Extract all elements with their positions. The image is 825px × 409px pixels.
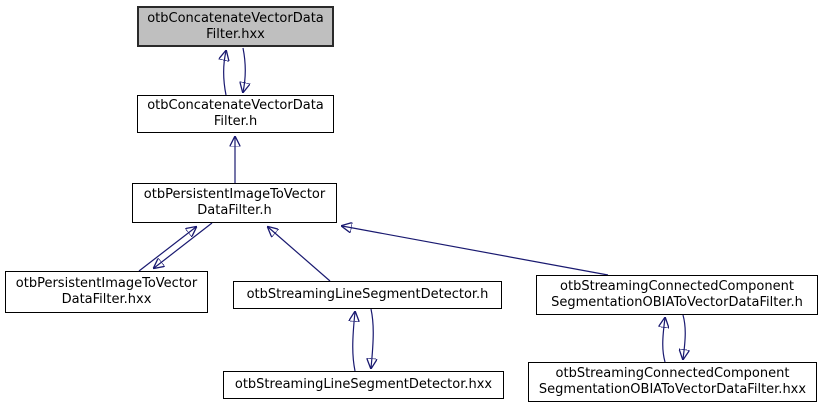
node-otbPersistentImageToVectorDataFilter-h[interactable]: otbPersistentImageToVector DataFilter.h bbox=[132, 183, 337, 223]
node-label: otbStreamingLineSegmentDetector.h bbox=[246, 287, 489, 302]
node-label: otbConcatenateVectorData Filter.h bbox=[147, 98, 324, 129]
edge-n6-to-n8 bbox=[683, 314, 685, 359]
node-otbConcatenateVectorDataFilter-h[interactable]: otbConcatenateVectorData Filter.h bbox=[137, 95, 334, 133]
node-otbStreamingLineSegmentDetector-hxx[interactable]: otbStreamingLineSegmentDetector.hxx bbox=[223, 371, 504, 399]
node-otbPersistentImageToVectorDataFilter-hxx[interactable]: otbPersistentImageToVector DataFilter.hx… bbox=[5, 271, 208, 313]
node-otbConcatenateVectorDataFilter-hxx: otbConcatenateVectorData Filter.hxx bbox=[137, 6, 334, 47]
edge-n5-to-n3 bbox=[268, 227, 331, 282]
edge-n5-to-n7 bbox=[371, 308, 373, 368]
node-otbStreamingConnectedComponentSegmentationOBIAToVectorDataFilter-hxx[interactable]: otbStreamingConnectedComponent Segmentat… bbox=[528, 362, 817, 402]
node-label: otbPersistentImageToVector DataFilter.hx… bbox=[15, 276, 198, 307]
node-otbStreamingConnectedComponentSegmentationOBIAToVectorDataFilter-h[interactable]: otbStreamingConnectedComponent Segmentat… bbox=[536, 275, 818, 315]
node-label: otbStreamingLineSegmentDetector.hxx bbox=[234, 377, 493, 392]
node-label: otbStreamingConnectedComponent Segmentat… bbox=[551, 279, 803, 310]
edge-n1-to-n2 bbox=[243, 47, 245, 92]
node-label: otbPersistentImageToVector DataFilter.h bbox=[143, 187, 326, 218]
node-label: otbStreamingConnectedComponent Segmentat… bbox=[538, 366, 807, 397]
edge-n4-to-n3 bbox=[138, 227, 196, 272]
edge-n3-to-n4 bbox=[154, 222, 213, 268]
edge-n2-to-n1 bbox=[224, 51, 226, 96]
node-otbStreamingLineSegmentDetector-h[interactable]: otbStreamingLineSegmentDetector.h bbox=[233, 281, 502, 309]
edge-n7-to-n5 bbox=[353, 312, 355, 372]
edge-n8-to-n6 bbox=[663, 318, 665, 363]
node-label: otbConcatenateVectorData Filter.hxx bbox=[147, 10, 324, 42]
edge-n6-to-n3 bbox=[342, 226, 609, 276]
